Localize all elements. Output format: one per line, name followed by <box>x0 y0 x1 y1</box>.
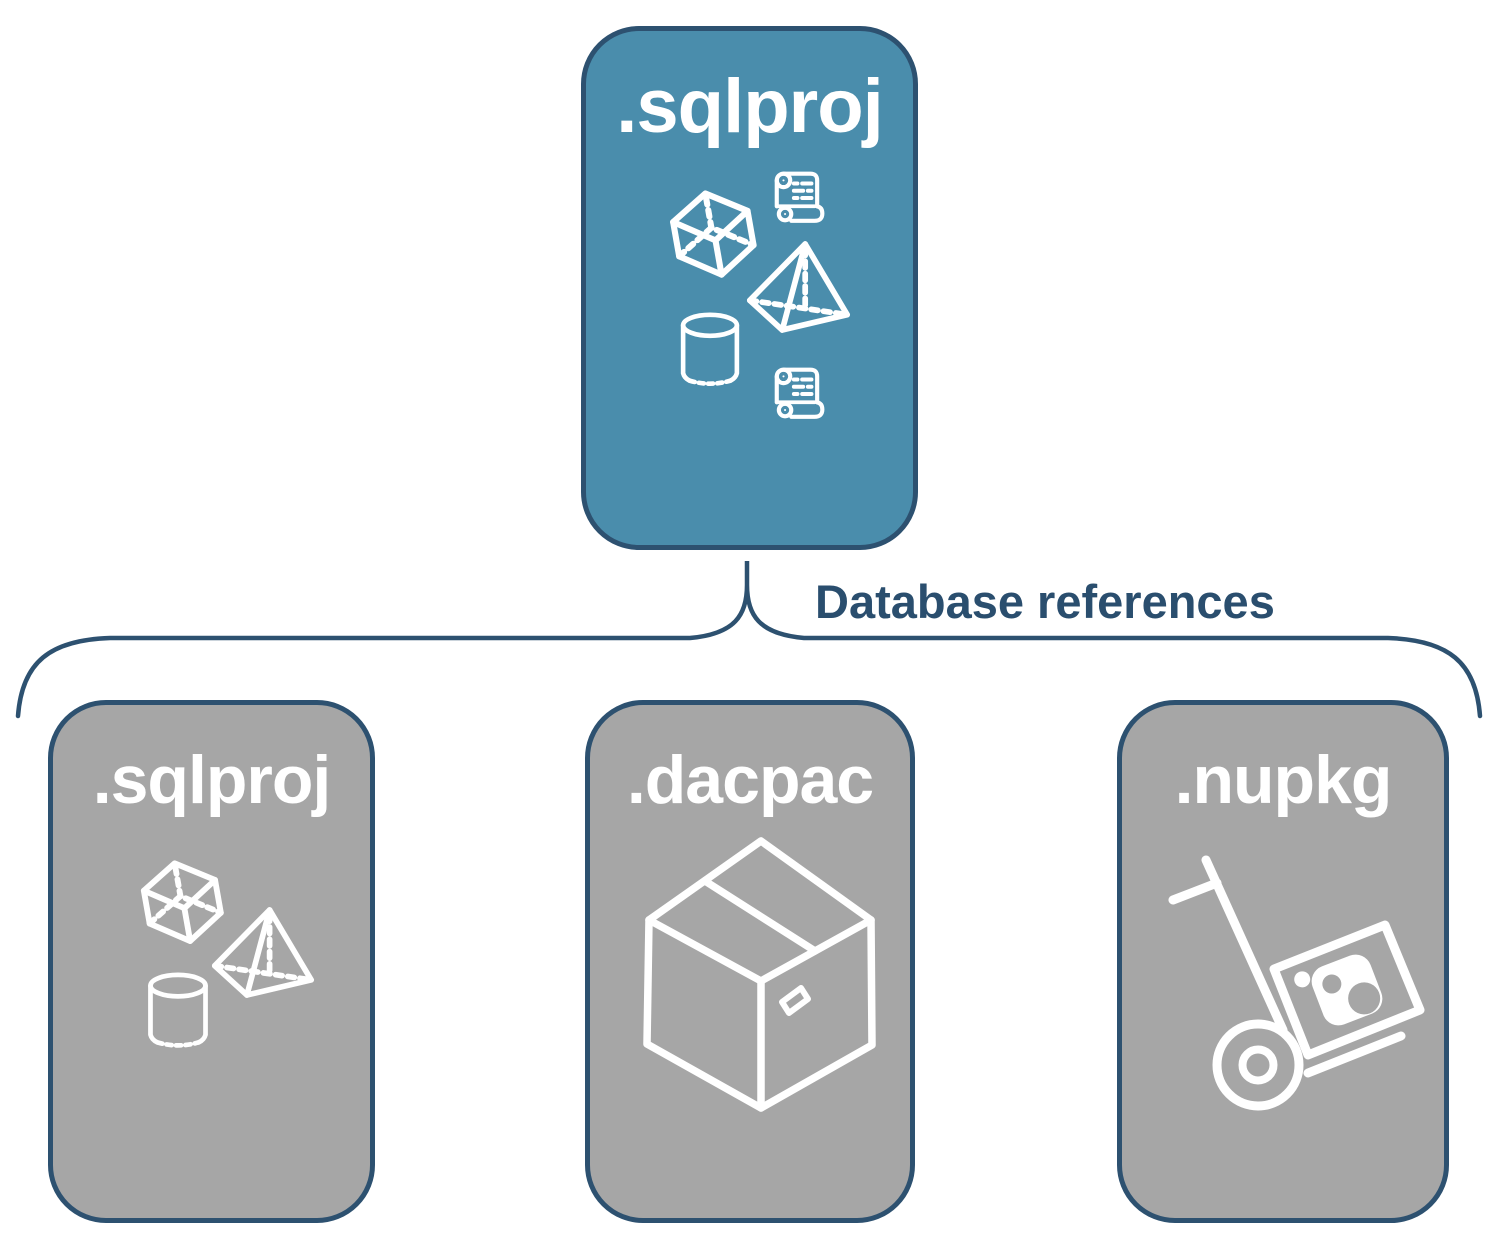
pyramid-icon <box>211 905 315 1000</box>
child-box-dacpac: .dacpac <box>585 700 915 1223</box>
child-box-title: .sqlproj <box>92 742 332 818</box>
root-box-sqlproj: .sqlproj <box>581 26 918 550</box>
pyramid-icon <box>746 239 851 335</box>
connector-label: Database references <box>815 575 1275 628</box>
scroll-icon <box>769 169 827 227</box>
hand-truck-icon <box>1168 855 1425 1111</box>
root-box-title: .sqlproj <box>616 64 883 149</box>
child-box-sqlproj: .sqlproj <box>48 700 375 1223</box>
package-box-icon <box>643 837 876 1112</box>
scroll-icon <box>769 365 827 423</box>
child-box-title: .nupkg <box>1174 742 1393 818</box>
child-box-title: .dacpac <box>626 742 874 818</box>
cylinder-icon <box>674 311 746 395</box>
nuget-logo <box>1294 954 1383 1026</box>
child-box-nupkg: .nupkg <box>1117 700 1449 1223</box>
cylinder-icon <box>143 971 213 1057</box>
